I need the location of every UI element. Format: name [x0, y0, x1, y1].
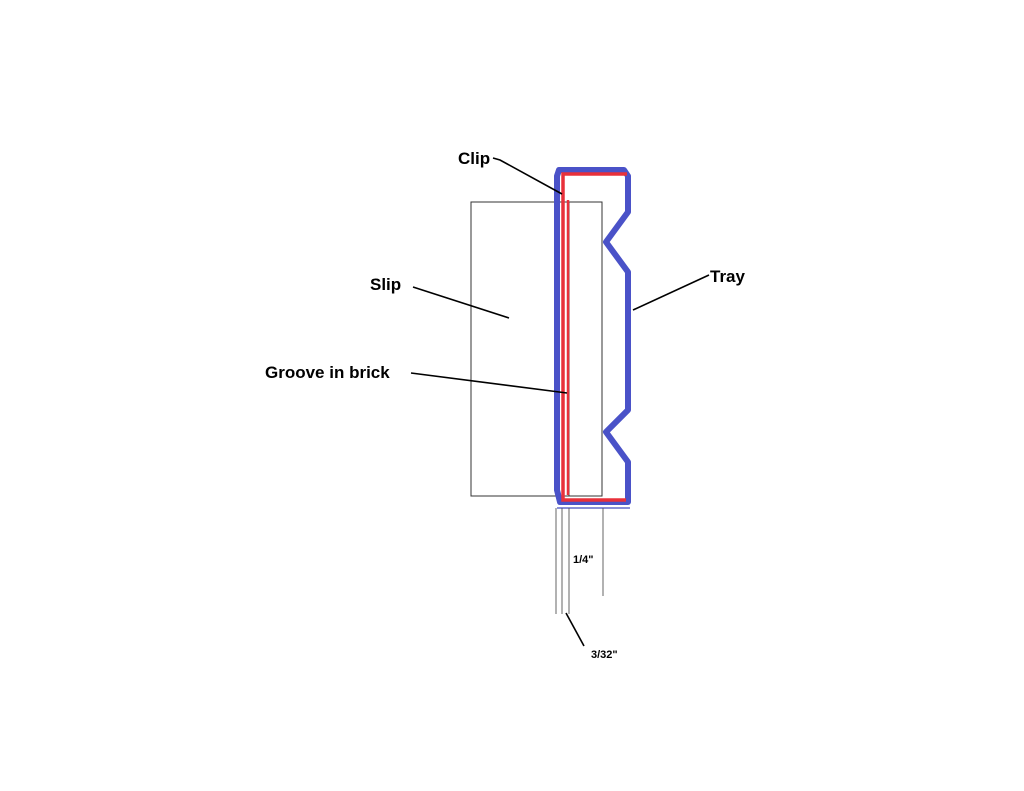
label-groove: Groove in brick — [265, 363, 390, 382]
label-dim-quarter: 1/4" — [573, 554, 594, 566]
label-slip: Slip — [370, 275, 401, 294]
leader-groove — [410, 372, 568, 394]
leader-slip — [412, 286, 510, 319]
clip-profile — [561, 172, 627, 502]
groove-body — [568, 201, 603, 497]
tray-profile — [554, 167, 631, 505]
label-tray: Tray — [710, 267, 746, 286]
leader-clip — [492, 157, 563, 195]
leader-three-32 — [565, 612, 585, 647]
leader-tray — [632, 274, 710, 311]
label-dim-three-32: 3/32" — [591, 649, 618, 661]
label-clip: Clip — [458, 149, 490, 168]
